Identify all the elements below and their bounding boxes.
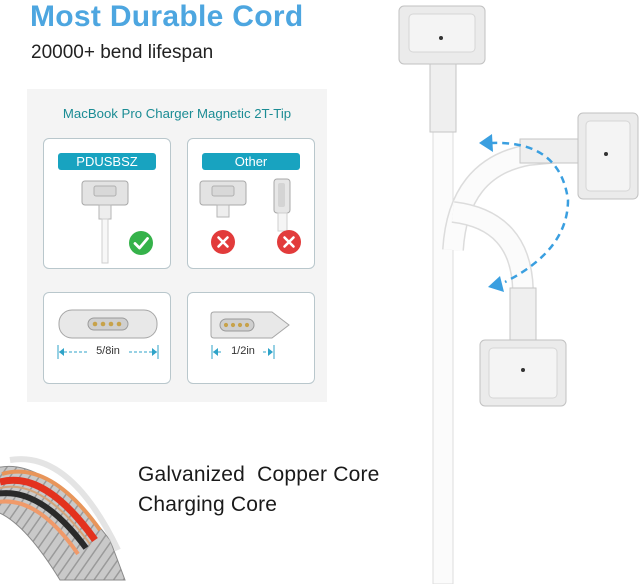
- magsafe2-pin-face-image: [58, 309, 158, 339]
- other-pin-face-image: [210, 311, 290, 339]
- bend-arrow-icon: [479, 134, 570, 292]
- l-tip-connector-image: [273, 178, 291, 232]
- cross-icon: [211, 230, 235, 254]
- pdusbsz-tag: PDUSBSZ: [58, 153, 156, 170]
- pdusbsz-tip-card: PDUSBSZ: [43, 138, 171, 269]
- other-tag: Other: [202, 153, 300, 170]
- check-icon: [129, 231, 153, 255]
- other-tip-card: Other: [187, 138, 315, 269]
- headline: Most Durable Cord: [30, 0, 304, 33]
- right-measure-label: 1/2in: [223, 345, 263, 357]
- pdusbsz-size-card: 5/8in: [43, 292, 171, 384]
- subheadline: 20000+ bend lifespan: [31, 42, 214, 63]
- size-arrow: [57, 345, 159, 359]
- feature-line-2: Charging Core: [138, 493, 278, 516]
- copper-core-image: [0, 456, 126, 581]
- feature-line-1: Galvanized Copper Core: [138, 463, 380, 486]
- magsafe2-connector-image: [81, 180, 129, 264]
- other-connector-image: [199, 180, 247, 218]
- comparison-panel: MacBook Pro Charger Magnetic 2T-Tip PDUS…: [27, 89, 327, 402]
- other-size-card: 1/2in: [187, 292, 315, 384]
- left-measure-label: 5/8in: [88, 345, 128, 357]
- comparison-title: MacBook Pro Charger Magnetic 2T-Tip: [62, 106, 292, 121]
- cross-icon: [277, 230, 301, 254]
